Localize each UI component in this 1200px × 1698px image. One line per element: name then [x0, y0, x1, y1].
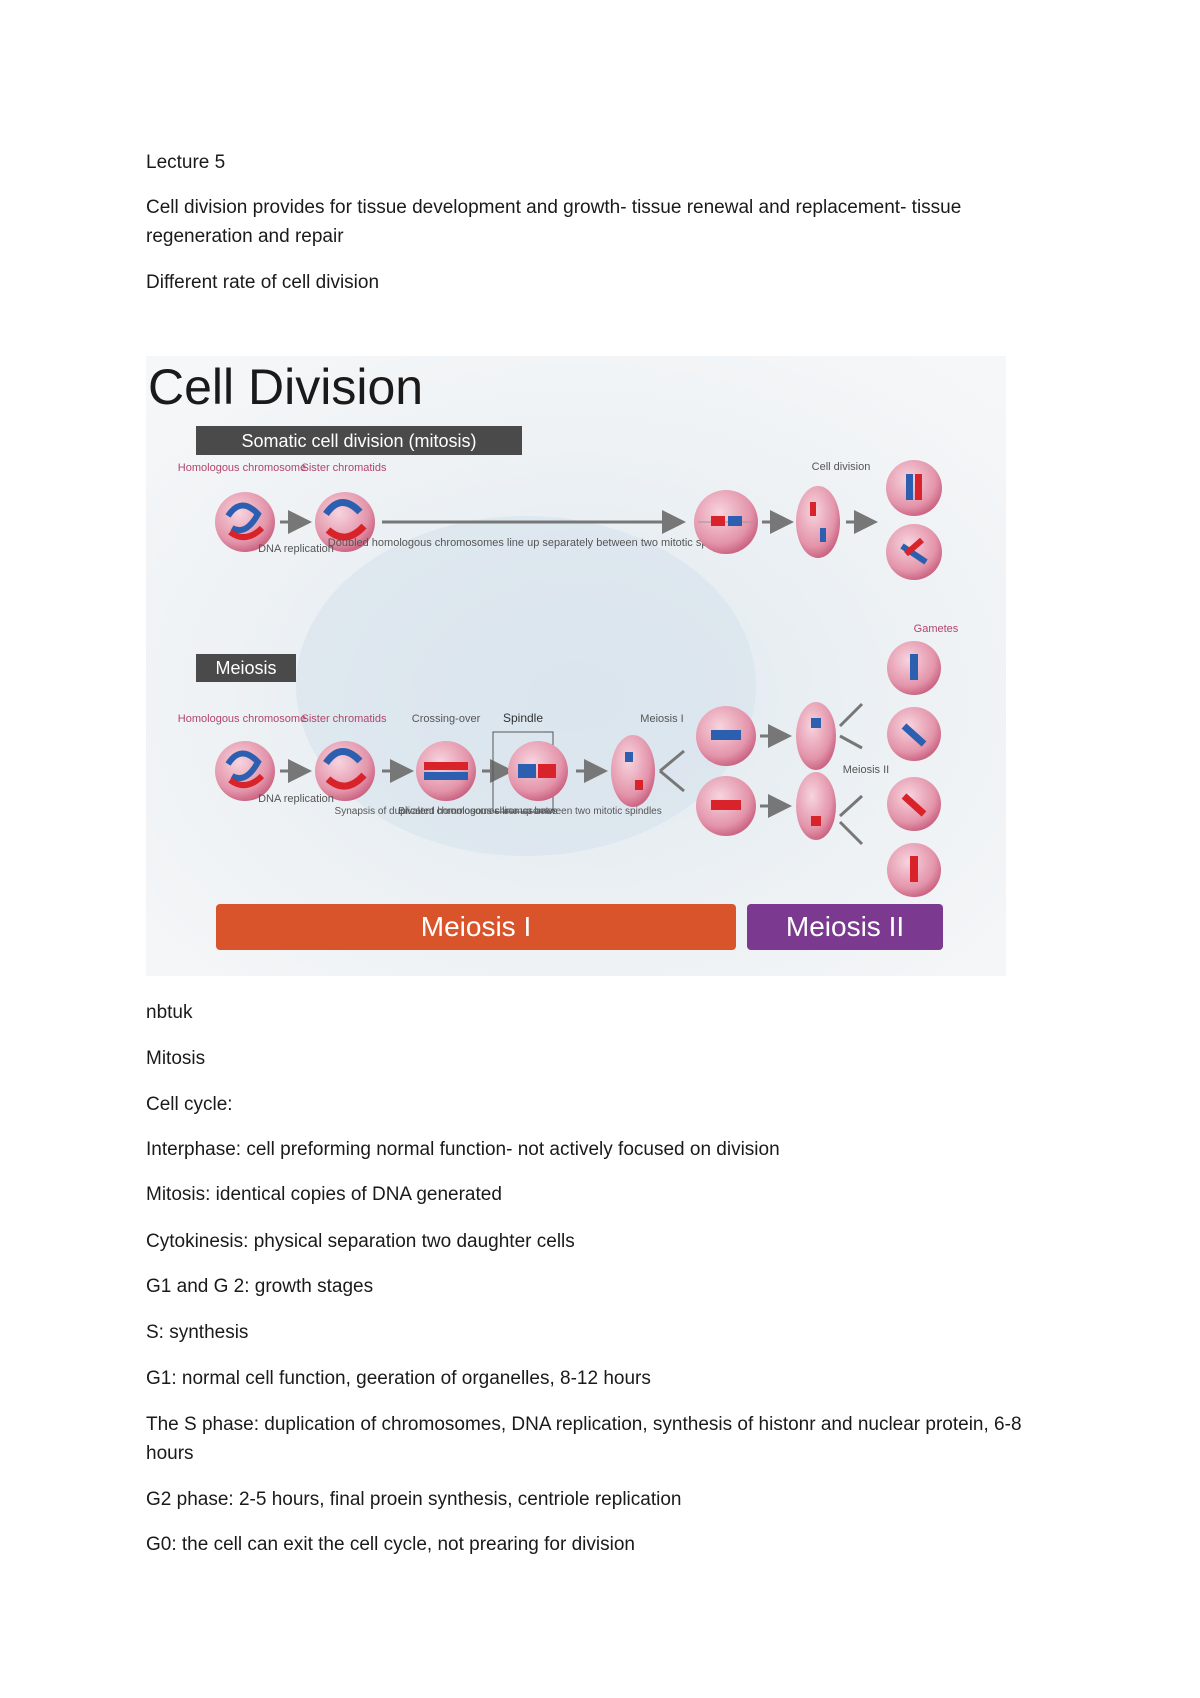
spindle-label: Spindle [503, 711, 543, 725]
cell-division-label: Cell division [812, 461, 871, 473]
note-mitosis-def: Mitosis: identical copies of DNA generat… [146, 1184, 502, 1205]
note-nbtuk: nbtuk [146, 1002, 193, 1023]
meiosis-i-bar-label: Meiosis I [421, 911, 531, 942]
gamete-cell-3 [887, 777, 941, 831]
crossing-over-label: Crossing-over [412, 713, 481, 725]
mitosis-cell-1 [215, 492, 275, 552]
bivalent-label: Bivalent chromosomes line up between two… [398, 806, 661, 817]
meiosis-i-dividing-cell [611, 735, 655, 807]
meiosis-cell-1 [215, 741, 275, 801]
sister-label-2: Sister chromatids [302, 713, 387, 725]
daughter-cell-1 [886, 460, 942, 516]
note-s-phase: The S phase: duplication of chromosomes,… [146, 1414, 1022, 1464]
homologous-label: Homologous chromosome [178, 462, 306, 474]
meiosis-ii-small-label: Meiosis II [843, 764, 889, 776]
meiosis-ii-dividing-top [796, 702, 836, 770]
note-cytokinesis: Cytokinesis: physical separation two dau… [146, 1231, 575, 1252]
meiosis-ii-dividing-bottom [796, 772, 836, 840]
lecture-heading: Lecture 5 [146, 152, 226, 173]
mitosis-dividing-cell [796, 486, 840, 558]
note-g1-g2: G1 and G 2: growth stages [146, 1276, 374, 1297]
meiosis-i-bar [216, 904, 736, 950]
note-g2-phase: G2 phase: 2-5 hours, final proein synthe… [146, 1489, 682, 1510]
note-g0: G0: the cell can exit the cell cycle, no… [146, 1534, 635, 1555]
gametes-label: Gametes [914, 623, 959, 635]
crossing-over-cell [416, 741, 476, 801]
rate-paragraph: Different rate of cell division [146, 272, 380, 293]
homologous-label-2: Homologous chromosome [178, 713, 306, 725]
mitosis-banner-label: Somatic cell division (mitosis) [241, 431, 476, 451]
meiosis-ii-bar [747, 904, 943, 950]
mitosis-cell-2 [315, 492, 375, 552]
daughter-cell-2 [886, 524, 942, 580]
meiosis-ii-bar-label: Meiosis II [786, 911, 904, 942]
intro-paragraph: Cell division provides for tissue develo… [146, 197, 962, 247]
dna-replication-label-2: DNA replication [258, 793, 334, 805]
meiosis-banner-label: Meiosis [215, 658, 276, 678]
synapsis-label: Synapsis of duplicated homologous chromo… [335, 806, 558, 817]
meiosis-ii-cell-bottom [696, 776, 756, 836]
note-s: S: synthesis [146, 1322, 249, 1343]
meiosis-ii-cell-top [696, 706, 756, 766]
figure-title: Cell Division [148, 359, 423, 415]
gamete-cell-1 [887, 641, 941, 695]
dna-replication-label-1: DNA replication [258, 543, 334, 555]
mitosis-banner [196, 426, 522, 455]
doubled-label: Doubled homologous chromosomes line up s… [328, 537, 737, 549]
gamete-cell-2 [887, 707, 941, 761]
mitosis-spindle-cell [694, 490, 758, 554]
meiosis-cell-2 [315, 741, 375, 801]
cell-division-figure: Cell Division Somatic cell division (mit… [146, 356, 1006, 976]
note-g1: G1: normal cell function, geeration of o… [146, 1368, 651, 1389]
meiosis-banner [196, 654, 296, 682]
note-interphase: Interphase: cell preforming normal funct… [146, 1139, 780, 1160]
gamete-cell-4 [887, 843, 941, 897]
sister-label: Sister chromatids [302, 462, 387, 474]
spindle-cell [492, 731, 568, 813]
note-mitosis: Mitosis [146, 1048, 206, 1069]
meiosis-i-small-label: Meiosis I [640, 713, 683, 725]
note-cell-cycle: Cell cycle: [146, 1094, 233, 1115]
